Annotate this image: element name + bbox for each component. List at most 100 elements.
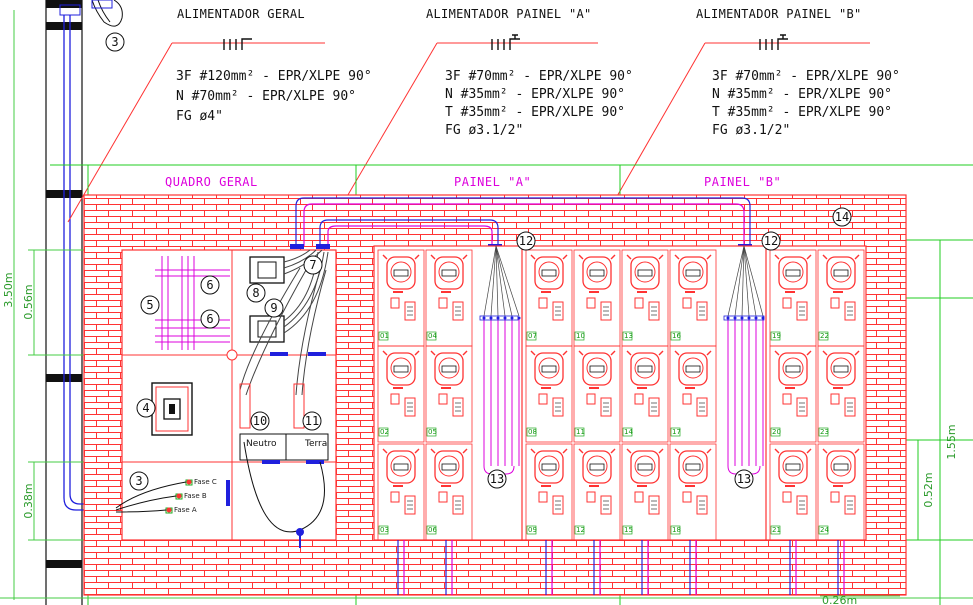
callout-9: 9 [270, 301, 277, 315]
meter-cell-label: 14 [624, 428, 633, 436]
dim-bottom-width: 0.26m [822, 594, 857, 605]
spec-painel-a: 3F #70mm² - EPR/XLPE 90° N #35mm² - EPR/… [445, 69, 633, 138]
callout-11: 11 [305, 414, 319, 428]
meter-cell: 09 [525, 443, 573, 541]
meter-cell-label: 06 [428, 526, 437, 534]
meter-cell: 12 [573, 443, 621, 541]
meter-cell-label: 02 [380, 428, 389, 436]
meter-cell-label: 10 [576, 332, 585, 340]
meter-cell: 22 [817, 249, 865, 347]
meter-cell: 18 [669, 443, 717, 541]
header-alimentador-painel-b: ALIMENTADOR PAINEL "B" [696, 7, 862, 21]
header-alimentador-geral: ALIMENTADOR GERAL [177, 7, 305, 21]
meter-cell-label: 05 [428, 428, 437, 436]
spec-painel-b-line-1: 3F #70mm² - EPR/XLPE 90° [712, 69, 900, 84]
meter-cell-label: 23 [820, 428, 829, 436]
dim-bottom-height: 0.38m [22, 483, 35, 518]
title-painel-b: PAINEL "B" [704, 175, 781, 189]
label-fase-c: Fase C [194, 478, 217, 486]
spec-painel-a-line-1: 3F #70mm² - EPR/XLPE 90° [445, 69, 633, 84]
meter-cell: 19 [769, 249, 817, 347]
meter-cell-label: 11 [576, 428, 585, 436]
meter-cell: 15 [621, 443, 669, 541]
meter-cell: 10 [573, 249, 621, 347]
meter-cell: 24 [817, 443, 865, 541]
conduit-symbols [223, 34, 788, 50]
meter-cell: 20 [769, 345, 817, 443]
right-dimensions: 1.55m 0.52m 0.26m [820, 424, 958, 605]
label-fase-a: Fase A [174, 506, 197, 514]
callout-7: 7 [309, 258, 316, 272]
meter-cell: 14 [621, 345, 669, 443]
meter-cell-label: 13 [624, 332, 633, 340]
meter-cell-label: 24 [820, 526, 829, 534]
meter-cell-label: 01 [380, 332, 389, 340]
meter-cell-label: 04 [428, 332, 437, 340]
meter-cell-label: 18 [672, 526, 681, 534]
callout-4: 4 [142, 401, 149, 415]
label-fase-b: Fase B [184, 492, 207, 500]
meter-panels: 01 02 03 04 05 06 07 08 09 10 11 12 13 14 15 16 17 18 19 20… [373, 245, 867, 595]
title-painel-a: PAINEL "A" [454, 175, 531, 189]
meter-cell: 05 [425, 345, 473, 443]
spec-painel-a-line-2: N #35mm² - EPR/XLPE 90° [445, 87, 625, 102]
meter-cell-label: 17 [672, 428, 681, 436]
spec-painel-a-line-4: FG ø3.1/2" [445, 123, 523, 138]
dim-right-height: 1.55m [945, 424, 958, 459]
meter-cell: 03 [377, 443, 425, 541]
callout-3-fases: 3 [135, 474, 142, 488]
label-neutro: Neutro [246, 439, 277, 449]
meter-cell: 06 [425, 443, 473, 541]
callout-8: 8 [252, 286, 259, 300]
spec-geral: 3F #120mm² - EPR/XLPE 90° N #70mm² - EPR… [176, 69, 372, 124]
spec-geral-line-2: N #70mm² - EPR/XLPE 90° [176, 89, 356, 104]
meter-cell-label: 08 [528, 428, 537, 436]
label-terra: Terra [304, 439, 327, 449]
spec-geral-line-3: FG ø4" [176, 109, 223, 124]
callouts-quadro-geral [105, 32, 323, 491]
meter-cell: 21 [769, 443, 817, 541]
spec-painel-b-line-3: T #35mm² - EPR/XLPE 90° [712, 105, 892, 120]
distribution-bus [479, 245, 521, 475]
meter-cell: 17 [669, 345, 717, 443]
callout-6-bottom: 6 [206, 312, 213, 326]
meter-cell-label: 03 [380, 526, 389, 534]
spec-geral-line-1: 3F #120mm² - EPR/XLPE 90° [176, 69, 372, 84]
meter-cell: 08 [525, 345, 573, 443]
painel-a-right-box [521, 245, 771, 541]
dim-total-height: 3.50m [2, 272, 15, 307]
meter-cell-label: 20 [772, 428, 781, 436]
spec-painel-b: 3F #70mm² - EPR/XLPE 90° N #35mm² - EPR/… [712, 69, 900, 138]
meter-cell-label: 07 [528, 332, 537, 340]
meter-cell: 23 [817, 345, 865, 443]
callout-14: 14 [835, 210, 849, 224]
meter-cell-label: 16 [672, 332, 681, 340]
meter-cell-label: 15 [624, 526, 633, 534]
spec-painel-b-line-2: N #35mm² - EPR/XLPE 90° [712, 87, 892, 102]
callouts-panels [487, 207, 852, 489]
distribution-bus [723, 245, 765, 475]
meter-cell-label: 22 [820, 332, 829, 340]
dim-right-inner: 0.52m [922, 472, 935, 507]
meter-cell: 07 [525, 249, 573, 347]
callout-12-a: 12 [519, 234, 533, 248]
meter-cell-label: 21 [772, 526, 781, 534]
meter-cell: 02 [377, 345, 425, 443]
left-conduit-pole [45, 0, 123, 605]
meter-cell-label: 19 [772, 332, 781, 340]
dim-top-height: 0.56m [22, 284, 35, 319]
callout-13-b: 13 [737, 472, 751, 486]
painel-a-left-box [373, 245, 527, 541]
meter-cell-label: 09 [528, 526, 537, 534]
callout-12-b: 12 [764, 234, 778, 248]
spec-painel-b-line-4: FG ø3.1/2" [712, 123, 790, 138]
meter-cell: 11 [573, 345, 621, 443]
title-quadro-geral: QUADRO GERAL [165, 175, 258, 189]
callout-5: 5 [146, 298, 153, 312]
spec-painel-a-line-3: T #35mm² - EPR/XLPE 90° [445, 105, 625, 120]
meter-cell-label: 12 [576, 526, 585, 534]
callout-10: 10 [253, 414, 267, 428]
header-alimentador-painel-a: ALIMENTADOR PAINEL "A" [426, 7, 592, 21]
